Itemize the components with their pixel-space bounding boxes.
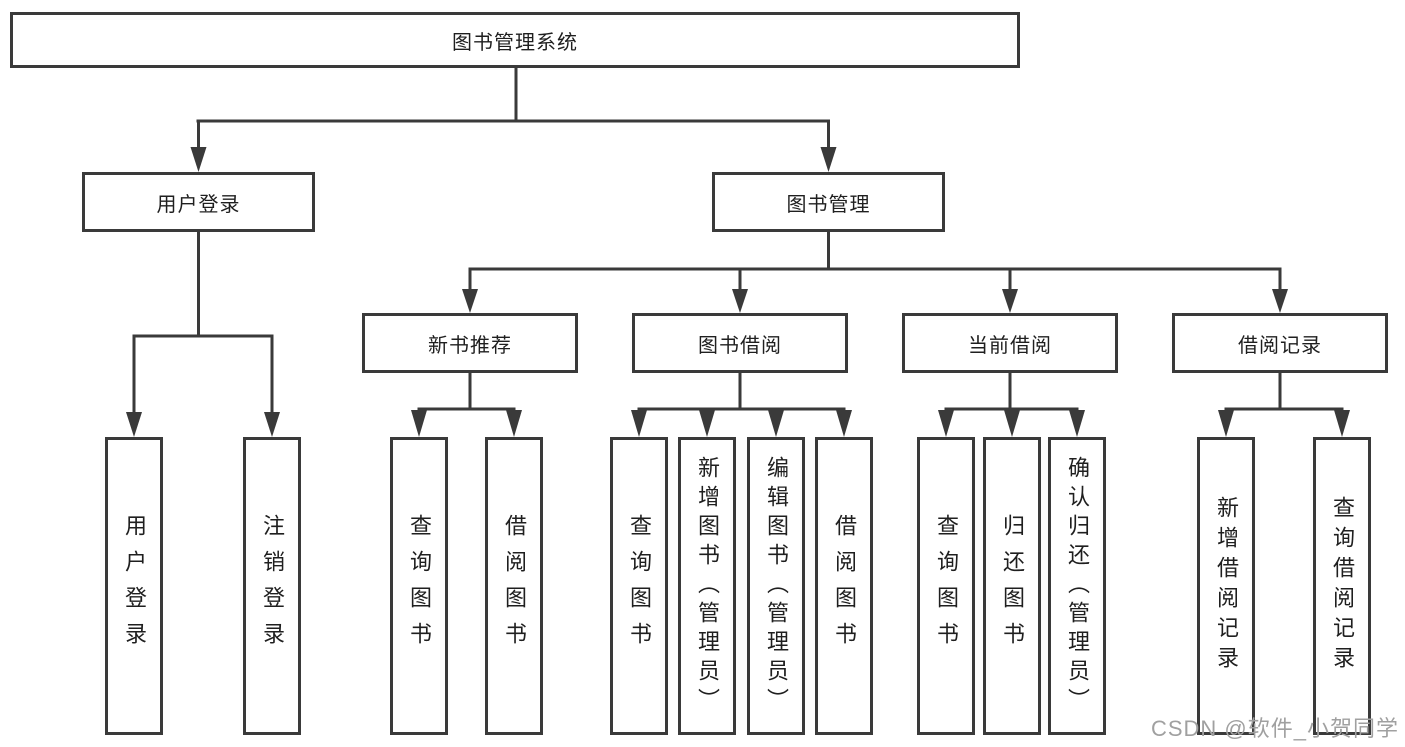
node-leaf-return-books: 归还图书 [983,437,1041,735]
arrowhead [836,410,852,437]
arrowhead [506,410,522,437]
arrowhead [190,147,207,172]
arrowhead [1002,289,1018,313]
node-label: 编辑图书（管理员） [764,455,789,717]
node-label: 用户登录 [122,514,147,658]
arrowhead [1069,410,1085,437]
node-leaf-edit-book-admin: 编辑图书（管理员） [747,437,805,735]
node-label: 查询图书 [627,514,652,658]
node-current-borrowing: 当前借阅 [902,313,1118,373]
node-leaf-query-books-current: 查询图书 [917,437,975,735]
node-leaf-borrow-books: 借阅图书 [815,437,873,735]
connector-current-borrowing-branch [938,373,1085,437]
connector-user-login-branch [126,232,280,437]
connector-book-borrowing-branch [631,373,852,437]
arrowhead [768,410,784,437]
node-label: 新增借阅记录 [1214,496,1239,676]
connector-book-management-branch [462,232,1288,313]
arrowhead [732,289,748,313]
arrowhead [411,410,427,437]
node-label: 查询图书 [407,514,432,658]
arrowhead [938,410,954,437]
node-label: 注销登录 [260,514,285,658]
node-leaf-borrow-books-recommend: 借阅图书 [485,437,543,735]
node-book-borrowing: 图书借阅 [632,313,848,373]
node-book-management: 图书管理 [712,172,945,232]
arrowhead [1334,410,1350,437]
arrowhead [462,289,478,313]
node-leaf-query-books-recommend: 查询图书 [390,437,448,735]
connector-borrowing-records-branch [1218,373,1350,437]
arrowhead [1272,289,1288,313]
node-leaf-logout: 注销登录 [243,437,301,735]
node-label: 归还图书 [1000,514,1025,658]
node-label: 查询借阅记录 [1330,496,1355,676]
node-leaf-add-borrow-record: 新增借阅记录 [1197,437,1255,735]
arrowhead [1218,410,1234,437]
csdn-watermark: CSDN @软件_小贺同学 [1150,716,1399,741]
arrowhead [126,412,142,437]
connector-root-to-level2 [190,68,837,172]
arrowhead [631,410,647,437]
node-label: 借阅图书 [832,514,857,658]
node-leaf-query-books-borrowing: 查询图书 [610,437,668,735]
arrowhead [699,410,715,437]
connector-new-book-recommend-branch [411,373,522,437]
node-leaf-add-book-admin: 新增图书（管理员） [678,437,736,735]
node-library-management-system: 图书管理系统 [10,12,1020,68]
node-borrowing-records: 借阅记录 [1172,313,1388,373]
node-leaf-query-borrow-record: 查询借阅记录 [1313,437,1371,735]
node-label: 新增图书（管理员） [695,455,720,717]
node-label: 确认归还（管理员） [1065,455,1090,717]
arrowhead [820,147,837,172]
node-user-login: 用户登录 [82,172,315,232]
node-new-book-recommend: 新书推荐 [362,313,578,373]
node-label: 借阅图书 [502,514,527,658]
arrowhead [1004,410,1020,437]
arrowhead [264,412,280,437]
node-label: 查询图书 [934,514,959,658]
node-leaf-user-login: 用户登录 [105,437,163,735]
node-leaf-confirm-return-admin: 确认归还（管理员） [1048,437,1106,735]
